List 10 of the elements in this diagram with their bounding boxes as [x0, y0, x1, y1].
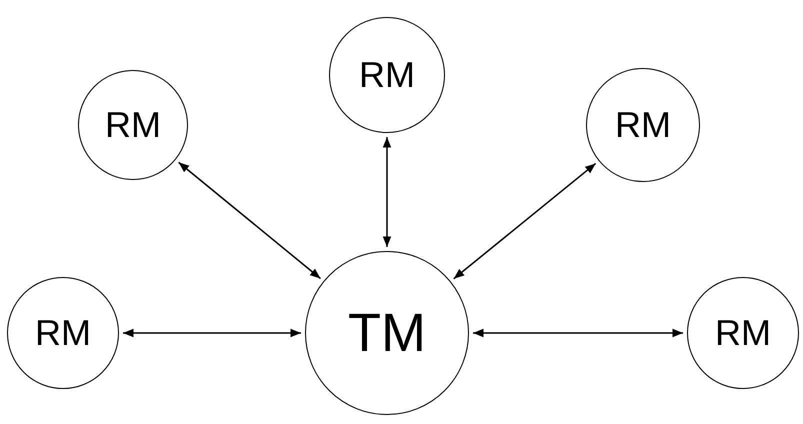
- node-label: RM: [715, 312, 771, 354]
- double-arrow: [178, 162, 321, 280]
- node-label: RM: [615, 104, 671, 146]
- double-arrow: [453, 162, 596, 280]
- node-label: RM: [35, 312, 91, 354]
- double-arrow: [382, 137, 392, 247]
- double-arrow: [123, 328, 301, 338]
- node-label: RM: [359, 54, 415, 96]
- node-label: RM: [105, 104, 161, 146]
- node-label: TM: [348, 302, 426, 364]
